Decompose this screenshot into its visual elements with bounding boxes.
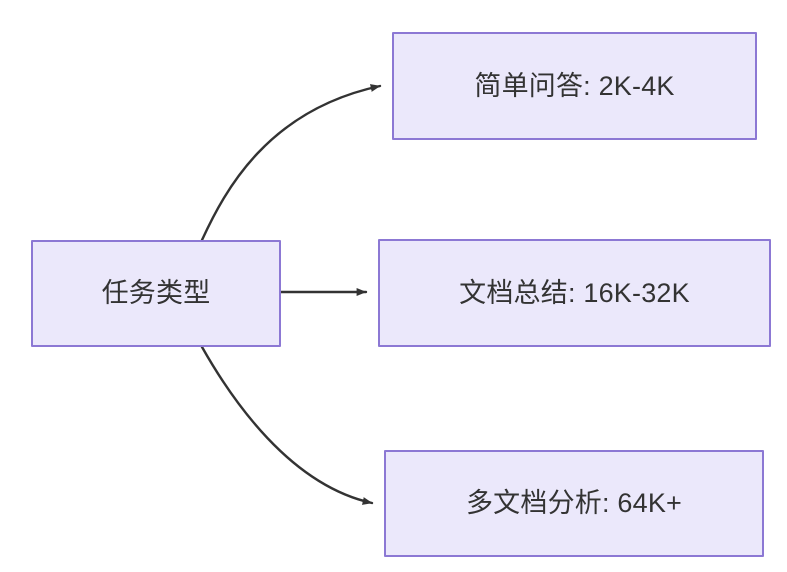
node-label: 简单问答: 2K-4K: [474, 70, 675, 101]
node-label: 文档总结: 16K-32K: [459, 277, 690, 308]
node-label: 任务类型: [101, 278, 211, 309]
node-multi-doc[interactable]: 多文档分析: 64K+: [384, 450, 764, 557]
node-simple-qa[interactable]: 简单问答: 2K-4K: [392, 32, 757, 140]
node-doc-summary[interactable]: 文档总结: 16K-32K: [378, 239, 771, 347]
node-label: 多文档分析: 64K+: [465, 488, 682, 519]
edge-root-to-multi-doc: [200, 345, 374, 505]
edge-root-to-simple-qa: [200, 84, 382, 242]
node-task-type[interactable]: 任务类型: [31, 240, 281, 347]
